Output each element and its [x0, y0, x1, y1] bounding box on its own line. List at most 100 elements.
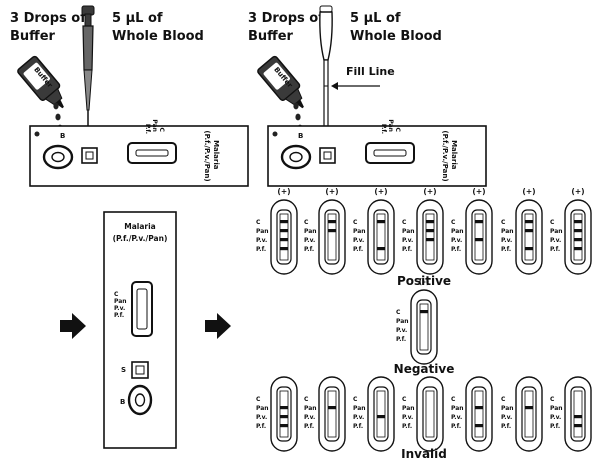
strip-label-c: C [550, 396, 555, 403]
buffer-drops-line-2: Buffer [10, 29, 56, 44]
invalid-strip-membrane [376, 390, 386, 438]
strip-label-pf: P.f. [451, 246, 461, 253]
buffer-bottle-icon-2: Buffer [257, 55, 304, 109]
invalid-results: CPanP.v.P.f.CPanP.v.P.f.CPanP.v.P.f.CPan… [256, 376, 592, 452]
positive-band [280, 229, 288, 233]
buffer-drops-label: 3 Drops of Buffer [10, 11, 90, 44]
strip-label-pv: P.v. [256, 237, 267, 244]
strip-label-c: C [304, 396, 309, 403]
buffer-drops-label-2: 3 Drops of Buffer [248, 11, 328, 44]
buffer-bottle-icon: Buffer [17, 55, 64, 109]
strip-label-c: C [550, 219, 555, 226]
strip-label-pan: Pan [256, 228, 269, 235]
device-well-label-b: B [120, 398, 125, 406]
positive-band [280, 238, 288, 242]
strip-label-pv: P.v. [353, 237, 364, 244]
device-title-line-2: (P.f./P.v./Pan) [113, 234, 168, 243]
positive-band [377, 247, 385, 251]
buffer-drops-line-2b: Buffer [248, 29, 294, 44]
capillary-pipette-icon [319, 5, 333, 136]
cassette-title: Malaria (P.f./P.v./Pan) [203, 130, 220, 181]
device-window-labels: C Pan P.v. P.f. [114, 291, 129, 319]
invalid-strip-membrane [327, 390, 337, 438]
negative-band [420, 310, 428, 314]
positive-sign: (+) [277, 187, 290, 196]
cassette-title-2: Malaria (P.f./P.v./Pan) [441, 130, 458, 181]
cassette-top-right: B C Pan P.f. Malaria (P.f./P.v./Pan) [267, 119, 487, 187]
positive-band [280, 247, 288, 251]
top-right-panel: 3 Drops of Buffer 5 µL of Whole Blood Bu… [248, 5, 487, 187]
blood-volume-line-1: 5 µL of [112, 11, 163, 26]
positive-band [475, 238, 483, 242]
positive-band [280, 220, 288, 224]
positive-band [426, 238, 434, 242]
positive-sign: (+) [522, 187, 535, 196]
strip-label-pv: P.v. [304, 237, 315, 244]
negative-heading: Negative [394, 362, 455, 376]
positive-sign: (+) [472, 187, 485, 196]
positive-band [574, 220, 582, 224]
positive-band [574, 229, 582, 233]
strip-label-c: C [304, 219, 309, 226]
strip-label-pf: P.f. [256, 423, 266, 430]
device-title-line-1: Malaria [124, 222, 156, 231]
positive-band [328, 229, 336, 233]
strip-label-pf: P.f. [402, 423, 412, 430]
dropper-icon [81, 5, 95, 136]
strip-label-pf: P.f. [304, 423, 314, 430]
strip-label-c: C [451, 219, 456, 226]
strip-label-pf: P.f. [550, 246, 560, 253]
strip-label-pan: Pan [304, 228, 317, 235]
positive-sign: (+) [374, 187, 387, 196]
positive-sign: (+) [423, 187, 436, 196]
blood-volume-label-2: 5 µL of Whole Blood [350, 11, 442, 44]
invalid-strip-membrane [573, 390, 583, 438]
strip-label-pf: P.f. [396, 336, 406, 343]
positive-band [525, 220, 533, 224]
strip-label-pv: P.v. [550, 237, 561, 244]
invalid-band [475, 406, 483, 410]
strip-label-pv: P.v. [304, 414, 315, 421]
strip-label-pan: Pan [501, 228, 514, 235]
invalid-strip-membrane [474, 390, 484, 438]
negative-sign: (–) [419, 277, 430, 286]
buffer-drops-line-1b: 3 Drops of [248, 11, 324, 26]
positive-sign: (+) [325, 187, 338, 196]
invalid-band [280, 424, 288, 428]
positive-band [574, 247, 582, 251]
blood-volume-line-2b: Whole Blood [350, 29, 442, 44]
strip-label-c: C [353, 396, 358, 403]
positive-strip-membrane [376, 213, 386, 261]
strip-label-c: C [353, 219, 358, 226]
window-labels: C Pan P.f. [144, 119, 165, 134]
positive-strip-membrane [573, 213, 583, 261]
strip-label-pan: Pan [256, 405, 269, 412]
strip-label-pan: Pan [402, 228, 415, 235]
invalid-band [280, 415, 288, 419]
positive-strip-membrane [524, 213, 534, 261]
invalid-band [280, 406, 288, 410]
invalid-heading: Invalid [401, 447, 447, 461]
invalid-band [574, 415, 582, 419]
positive-strip-membrane [425, 213, 435, 261]
strip-label-pan: Pan [353, 228, 366, 235]
buffer-drops-line-1: 3 Drops of [10, 11, 86, 26]
positive-band [574, 238, 582, 242]
strip-label-pf: P.f. [353, 246, 363, 253]
strip-label-pan: Pan [550, 405, 563, 412]
strip-label-pv: P.v. [451, 414, 462, 421]
strip-label-pv: P.v. [402, 414, 413, 421]
positive-strip-membrane [327, 213, 337, 261]
blood-volume-label: 5 µL of Whole Blood [112, 11, 204, 44]
strip-label-pan: Pan [451, 228, 464, 235]
strip-label-pan: Pan [451, 405, 464, 412]
